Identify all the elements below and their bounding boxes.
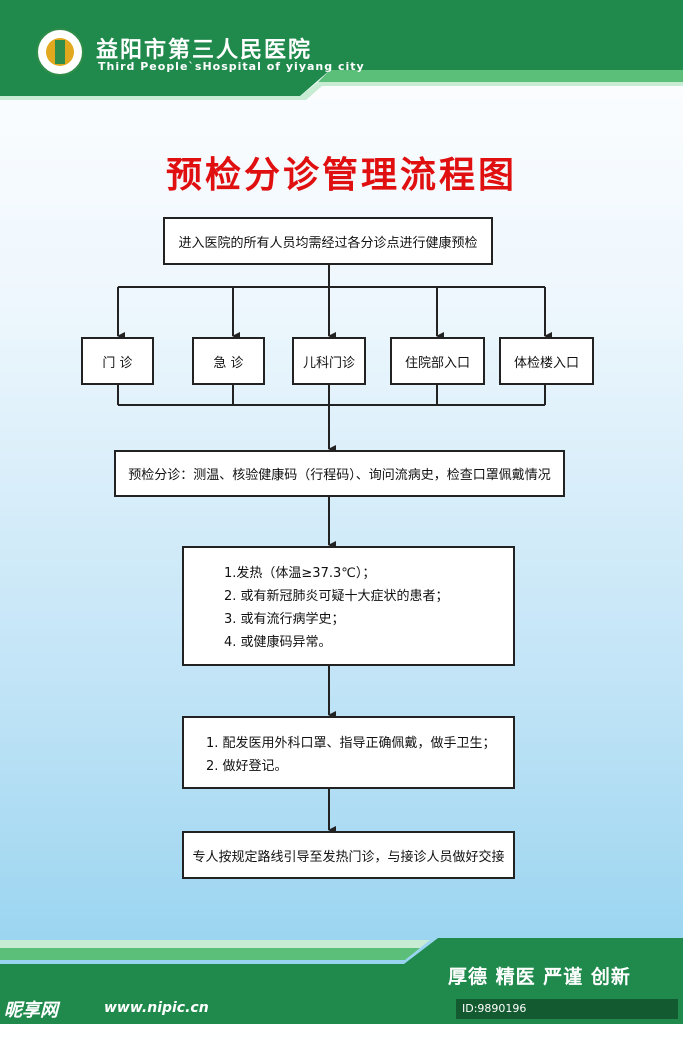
watermark-site: 昵享网: [4, 1000, 58, 1021]
hospital-logo: [36, 28, 84, 76]
page-title: 预检分诊管理流程图: [165, 154, 517, 196]
conditions-box: 1.发热（体温≥37.3℃）； 2. 或有新冠肺炎可疑十大症状的患者； 3. 或…: [182, 546, 515, 666]
entry-emergency: 急 诊: [192, 337, 265, 385]
action-item: 1. 配发医用外科口罩、指导正确佩戴，做手卫生；: [206, 736, 496, 751]
actions-box: 1. 配发医用外科口罩、指导正确佩戴，做手卫生； 2. 做好登记。: [182, 716, 515, 789]
entry-pediatrics: 儿科门诊: [292, 337, 366, 385]
condition-item: 3. 或有流行病学史；: [224, 612, 345, 627]
condition-item: 2. 或有新冠肺炎可疑十大症状的患者；: [224, 589, 449, 604]
condition-item: 1.发热（体温≥37.3℃）；: [224, 566, 376, 581]
entry-box: 进入医院的所有人员均需经过各分诊点进行健康预检: [163, 217, 493, 265]
final-box: 专人按规定路线引导至发热门诊，与接诊人员做好交接: [182, 831, 515, 879]
hospital-name-en: Third People`sHospital of yiyang city: [98, 60, 365, 73]
action-item: 2. 做好登记。: [206, 759, 288, 774]
watermark-url: www.nipic.cn: [104, 1000, 209, 1016]
entry-inpatient: 住院部入口: [390, 337, 485, 385]
entry-checkup-building: 体检楼入口: [499, 337, 594, 385]
footer-band: [0, 938, 683, 1024]
triage-box: 预检分诊：测温、核验健康码（行程码）、询问流病史，检查口罩佩戴情况: [114, 450, 565, 497]
condition-item: 4. 或健康码异常。: [224, 635, 332, 650]
hospital-name: 益阳市第三人民医院: [96, 38, 313, 63]
header-band: [0, 0, 683, 100]
watermark-id: ID:9890196 NO:20230326224313804102: [456, 999, 678, 1035]
entry-outpatient: 门 诊: [81, 337, 154, 385]
slogan: 厚德 精医 严谨 创新: [448, 966, 631, 988]
